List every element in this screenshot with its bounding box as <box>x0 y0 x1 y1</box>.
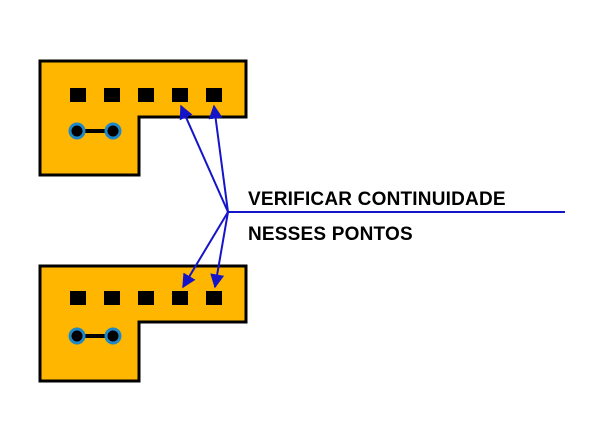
pointer-arrows <box>179 104 565 289</box>
lower-jumper-icon <box>68 327 122 345</box>
arrow-to-lower-pad-5 <box>210 211 229 289</box>
upper-pad-4 <box>172 88 188 102</box>
arrow-to-lower-pad-4 <box>182 211 229 289</box>
lower-pad-1 <box>70 291 86 305</box>
upper-board-body <box>38 59 248 177</box>
annotation-line-1: VERIFICAR CONTINUIDADE <box>248 189 506 210</box>
lower-board <box>38 264 248 383</box>
upper-pad-1 <box>70 88 86 102</box>
upper-board <box>38 59 248 177</box>
lower-board-body <box>38 264 248 383</box>
arrow-to-upper-pad-5 <box>208 104 229 213</box>
annotation-line-2: NESSES PONTOS <box>248 224 413 245</box>
upper-pad-3 <box>138 88 154 102</box>
lower-pad-2 <box>104 291 120 305</box>
lower-pad-3 <box>138 291 154 305</box>
upper-jumper-icon <box>68 122 122 140</box>
lower-pad-4 <box>172 291 188 305</box>
lower-pad-5 <box>206 291 222 305</box>
upper-pad-5 <box>206 88 222 102</box>
arrow-to-upper-pad-4 <box>179 104 229 213</box>
upper-pad-2 <box>104 88 120 102</box>
